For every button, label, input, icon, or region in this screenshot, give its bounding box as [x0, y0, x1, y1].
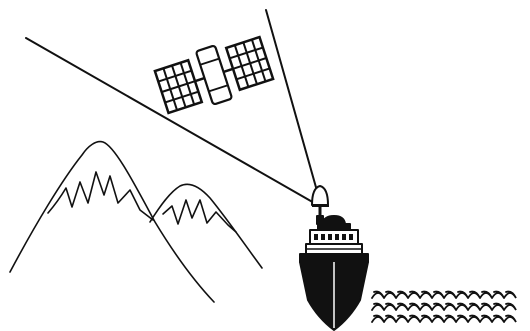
satellite-right-panel: [226, 37, 273, 90]
ship-antenna-dome: [312, 186, 328, 205]
ship-icon: [300, 186, 368, 330]
satellite-icon: [153, 31, 275, 118]
signal-line-satellite: [266, 10, 319, 198]
mountains-icon: [10, 142, 262, 302]
signal-line-distant: [26, 38, 316, 204]
satellite-left-panel: [155, 60, 202, 113]
waves-icon: [372, 292, 516, 322]
